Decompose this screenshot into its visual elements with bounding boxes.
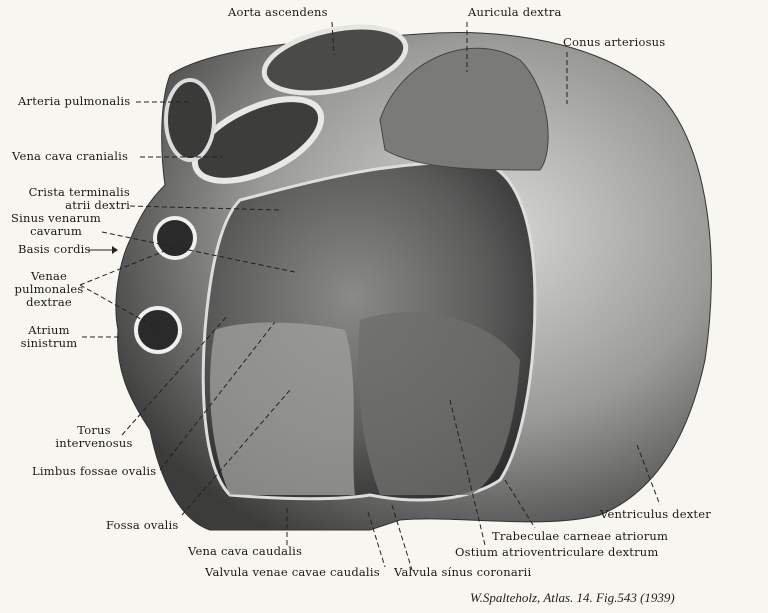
label-valvula-venae-cavae-caudalis: Valvula venae cavae caudalis [205, 565, 380, 579]
label-venae-pulmonales: Venae pulmonales dextrae [14, 270, 84, 309]
label-limbus-fossae-ovalis: Limbus fossae ovalis [32, 464, 157, 478]
label-line: atrii dextri [65, 198, 130, 212]
label-line: Crista terminalis [28, 185, 130, 199]
label-line: cavarum [30, 224, 82, 238]
pulmonary-vein-lower [134, 306, 182, 354]
label-aorta-ascendens: Aorta ascendens [228, 5, 328, 19]
label-torus-intervenosus: Torus intervenosus [54, 424, 134, 450]
label-vena-cava-caudalis: Vena cava caudalis [188, 544, 303, 558]
label-line: sinistrum [20, 336, 78, 350]
label-auricula-dextra: Auricula dextra [468, 5, 562, 19]
label-trabeculae-carneae: Trabeculae carneae atriorum [492, 529, 669, 543]
label-line: pulmonales [14, 282, 84, 296]
label-line: dextrae [26, 295, 72, 309]
label-line: intervenosus [55, 436, 133, 450]
label-fossa-ovalis: Fossa ovalis [106, 518, 179, 532]
label-arteria-pulmonalis: Arteria pulmonalis [18, 94, 131, 108]
label-ostium-atrioventriculare: Ostium atrioventriculare dextrum [455, 545, 659, 559]
label-line: Torus [77, 423, 111, 437]
auricula-dextra [379, 47, 549, 171]
label-valvula-sinus-coronarii: Valvula sínus coronarii [394, 565, 532, 579]
leader-lines [79, 21, 661, 571]
label-line: Sinus venarum [11, 211, 101, 225]
label-ventriculus-dexter: Ventriculus dexter [600, 507, 711, 521]
label-conus-arteriosus: Conus arteriosus [563, 35, 666, 49]
aorta-ring [261, 24, 409, 96]
label-line: Atrium [28, 323, 70, 337]
label-crista-terminalis: Crista terminalis atrii dextri [20, 186, 130, 212]
pulmonary-vein-upper [153, 216, 197, 260]
label-basis-cordis: Basis cordis [18, 242, 91, 256]
arteria-pulmonalis-ring [164, 78, 216, 162]
label-vena-cava-cranialis: Vena cava cranialis [12, 149, 129, 163]
label-line: Venae [30, 269, 68, 283]
vena-cava-cranialis-ring [191, 96, 325, 184]
label-atrium-sinistrum: Atrium sinistrum [14, 324, 84, 350]
label-sinus-venarum: Sinus venarum cavarum [6, 212, 106, 238]
figure-credit: W.Spalteholz, Atlas. 14. Fig.543 (1939) [470, 590, 675, 605]
